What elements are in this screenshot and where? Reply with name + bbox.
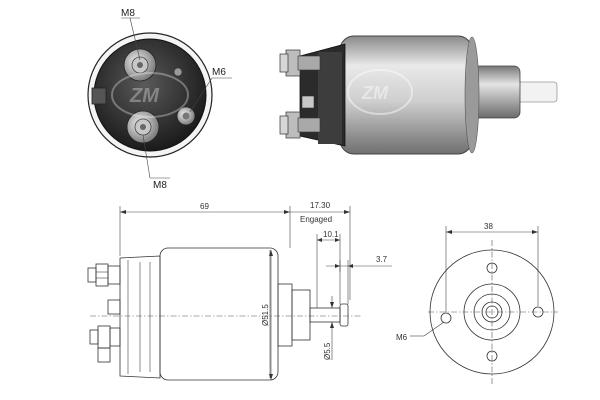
dim-bolt-spacing: 38 — [484, 222, 493, 231]
side-terminal-label: M6 — [212, 67, 226, 78]
svg-text:ZM: ZM — [129, 85, 160, 107]
dim-overall-length: 69 — [200, 202, 209, 211]
mount-hole-top — [486, 262, 498, 274]
mount-hole-bottom — [486, 350, 498, 362]
end-view-photo: ZM M8 M6 M8 — [87, 8, 232, 191]
top-stud — [123, 48, 157, 82]
svg-text:ZM: ZM — [361, 83, 389, 103]
top-terminal-label: M8 — [121, 8, 135, 19]
dim-rod-length: 10.1 — [323, 230, 339, 239]
dim-body-diameter: Ø51.5 — [261, 304, 270, 326]
dim-flange-thread: M6 — [396, 333, 408, 342]
mount-hole-left — [440, 312, 452, 324]
bottom-terminal-label: M8 — [153, 180, 167, 191]
zm-logo-watermark-side: ZM — [347, 69, 413, 115]
side-dimension-drawing: 69 17.30 Engaged 10.1 3.7 Ø51.5 Ø5.5 — [87, 201, 392, 381]
flange-end-drawing: 38 M6 — [396, 222, 558, 386]
dim-engaged-label: Engaged — [300, 215, 332, 224]
dim-rod-diameter: Ø5.5 — [323, 342, 332, 360]
mount-hole-right — [532, 306, 544, 318]
dim-engaged-travel: 17.30 — [310, 201, 331, 210]
side-view-photo: ZM — [279, 35, 558, 155]
zm-logo-watermark: ZM — [111, 72, 189, 118]
bottom-stud — [126, 110, 160, 144]
dim-rod-offset: 3.7 — [376, 255, 388, 264]
